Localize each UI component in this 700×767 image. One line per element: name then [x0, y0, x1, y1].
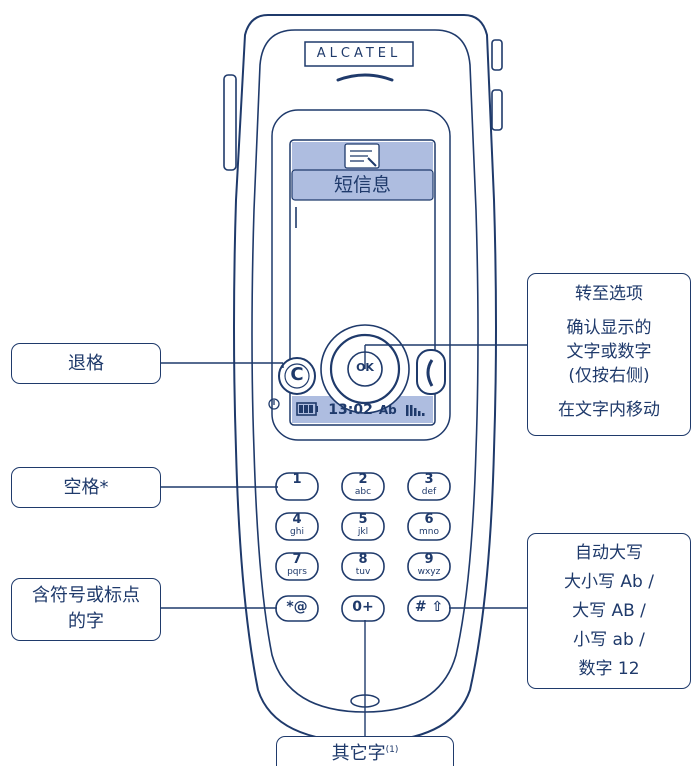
star-key-label: *@	[286, 599, 308, 615]
key-digit: 5	[358, 512, 368, 527]
call-key[interactable]	[416, 349, 446, 395]
leader-lines	[160, 344, 527, 736]
ok-label: OK	[356, 361, 374, 374]
other-callout: 其它字(1)	[276, 736, 454, 766]
nav-callout-line2: 确认显示的	[566, 318, 652, 338]
battery-icon	[296, 402, 318, 416]
clear-key-label: C	[290, 364, 304, 385]
key-letters: pqrs	[287, 567, 307, 577]
key-letters: jkl	[357, 527, 369, 537]
right-side-button-top	[491, 39, 503, 71]
other-callout-note: (1)	[385, 745, 399, 755]
key-6[interactable]	[407, 512, 451, 541]
key-letters: abc	[354, 487, 372, 497]
symbols-callout-line2: 的字	[68, 611, 104, 632]
key-digit: 2	[358, 472, 368, 487]
nav-callout-line3: 文字或数字	[566, 342, 652, 362]
space-callout-text: 空格*	[63, 477, 109, 498]
key-letters: def	[421, 487, 437, 497]
zero-key-label: 0+	[352, 599, 374, 615]
clear-key-inner	[284, 363, 310, 389]
key-letters: ghi	[290, 527, 304, 537]
keypad	[275, 472, 451, 581]
earpiece	[336, 73, 394, 82]
zero-key[interactable]	[341, 595, 385, 622]
shift-arrow-icon: ⇧	[431, 599, 444, 615]
screen-bezel	[271, 109, 451, 441]
nav-callout-line5: 在文字内移动	[558, 400, 660, 420]
key-digit: 4	[292, 512, 302, 527]
key-digit: 9	[424, 552, 434, 567]
backspace-callout-text: 退格	[68, 353, 104, 374]
key-letters: wxyz	[417, 567, 441, 577]
power-icon	[268, 398, 280, 410]
key-digit: 1	[292, 472, 302, 487]
case-callout-line5: 数字 12	[578, 659, 640, 679]
nav-callout: 转至选项 确认显示的 文字或数字 (仅按右侧) 在文字内移动	[527, 273, 691, 436]
case-callout-line3: 大写 AB /	[572, 601, 646, 621]
key-digit: 6	[424, 512, 434, 527]
key-7[interactable]	[275, 552, 319, 581]
message-icon	[344, 143, 380, 169]
key-9[interactable]	[407, 552, 451, 581]
nav-ring-inner	[329, 333, 401, 405]
nav-callout-line1: 转至选项	[575, 284, 643, 304]
space-callout: 空格*	[11, 467, 161, 508]
case-callout-line2: 大小写 Ab /	[564, 572, 654, 592]
key-1-label: 1	[276, 472, 318, 487]
key-3[interactable]	[407, 472, 451, 501]
key-4[interactable]	[275, 512, 319, 541]
key-digit: 7	[292, 552, 302, 567]
key-digit: 8	[358, 552, 368, 567]
status-mode: Ab	[378, 403, 397, 417]
signal-icon	[406, 405, 425, 416]
key-2[interactable]	[341, 472, 385, 501]
screen-title-band	[291, 169, 434, 201]
left-side-button	[223, 74, 237, 171]
right-side-button-bottom	[491, 89, 503, 131]
case-callout: 自动大写 大小写 Ab / 大写 AB / 小写 ab / 数字 12	[527, 533, 691, 689]
hash-key-label: # ⇧	[408, 599, 450, 615]
symbols-callout-line1: 含符号或标点	[32, 585, 140, 606]
backspace-callout: 退格	[11, 343, 161, 384]
hash-symbol: #	[414, 599, 427, 615]
screen-title: 短信息	[333, 174, 391, 196]
case-callout-line1: 自动大写	[575, 543, 643, 563]
key-letters: tuv	[355, 567, 371, 577]
status-bar: 13:02 Ab	[293, 398, 432, 422]
key-letters: mno	[419, 527, 439, 537]
brand-frame	[304, 41, 414, 67]
clear-key[interactable]	[278, 357, 316, 395]
nav-callout-line4: (仅按右侧)	[568, 366, 650, 386]
key-5[interactable]	[341, 512, 385, 541]
key-8[interactable]	[341, 552, 385, 581]
status-time: 13:02	[328, 402, 373, 418]
case-callout-line4: 小写 ab /	[573, 630, 645, 650]
key-digit: 3	[424, 472, 434, 487]
other-callout-text: 其它字(1)	[331, 743, 399, 764]
symbols-callout: 含符号或标点 的字	[11, 578, 161, 641]
brand-logo: ALCATEL	[316, 46, 402, 61]
handset-icon	[426, 359, 434, 387]
